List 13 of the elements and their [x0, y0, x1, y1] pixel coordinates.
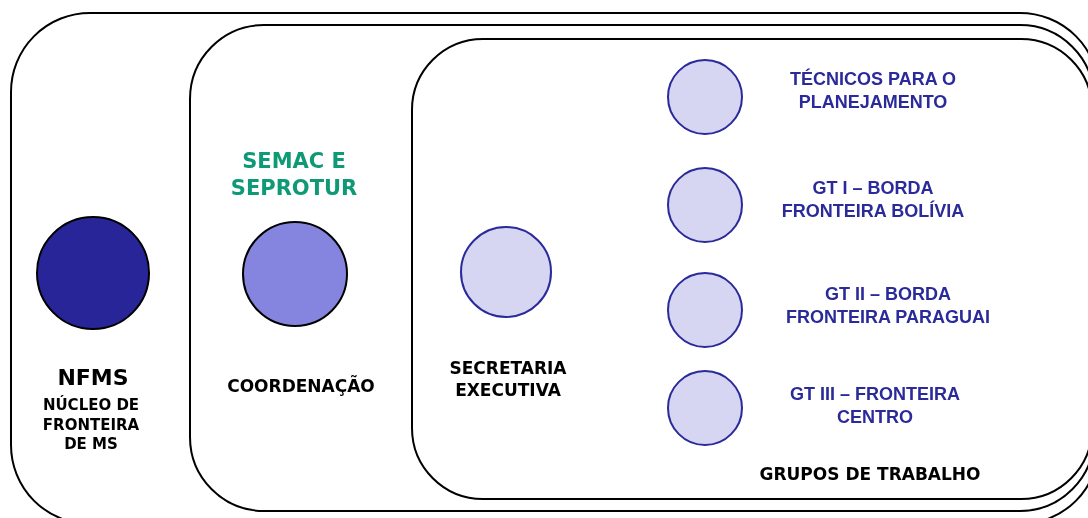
band-title: GRUPOS DE TRABALHO [758, 463, 982, 486]
group-label: GT III – FRONTEIRA CENTRO [789, 383, 961, 430]
rounded-band [411, 38, 1088, 500]
rounded-band [10, 12, 1088, 518]
band-title: NFMS [56, 364, 130, 392]
group-label: TÉCNICOS PARA O PLANEJAMENTO [789, 68, 957, 115]
band-title: SECRETARIA EXECUTIVA [448, 357, 568, 402]
group-label: GT I – BORDA FRONTEIRA BOLÍVIA [780, 177, 966, 224]
band-heading: SEMAC E SEPROTUR [229, 148, 359, 203]
rounded-band [189, 24, 1088, 512]
band-subtitle: NÚCLEO DE FRONTEIRA DE MS [41, 396, 141, 455]
band-title: COORDENAÇÃO [226, 375, 376, 398]
group-label: GT II – BORDA FRONTEIRA PARAGUAI [785, 283, 991, 330]
